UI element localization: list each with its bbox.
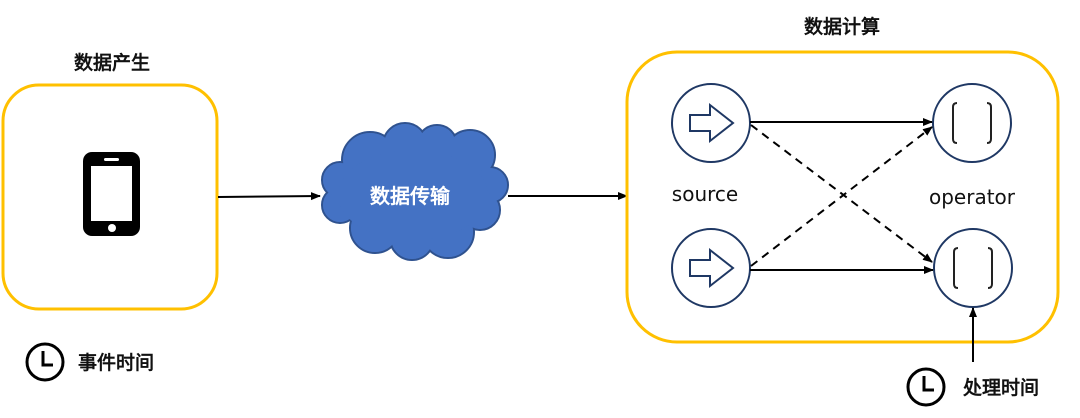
edge-source2-operator1 <box>750 126 933 267</box>
compute-box <box>625 50 1060 344</box>
source-label: source <box>672 182 738 206</box>
smartphone-icon <box>83 152 140 236</box>
arrow-right-icon <box>689 247 735 289</box>
edge-source1-operator2 <box>750 124 933 263</box>
arrow-right-icon <box>689 102 735 144</box>
bracket-icon <box>952 102 992 144</box>
compute-title: 数据计算 <box>804 15 880 38</box>
arrow-producer-to-transport <box>217 192 321 201</box>
source-node-1 <box>671 83 751 163</box>
source-node-2 <box>671 228 751 308</box>
operator-node-2 <box>933 228 1013 308</box>
clock-icon <box>906 367 946 407</box>
cloud-icon <box>321 122 509 261</box>
operator-node-1 <box>932 83 1012 163</box>
producer-box <box>1 83 219 311</box>
producer-title: 数据产生 <box>74 51 150 74</box>
bracket-icon <box>953 247 993 289</box>
event-time-label: 事件时间 <box>78 351 154 374</box>
clock-icon <box>25 342 65 382</box>
processing-time-label: 处理时间 <box>962 376 1039 399</box>
transport-label: 数据传输 <box>370 184 451 208</box>
operator-label: operator <box>929 185 1016 209</box>
